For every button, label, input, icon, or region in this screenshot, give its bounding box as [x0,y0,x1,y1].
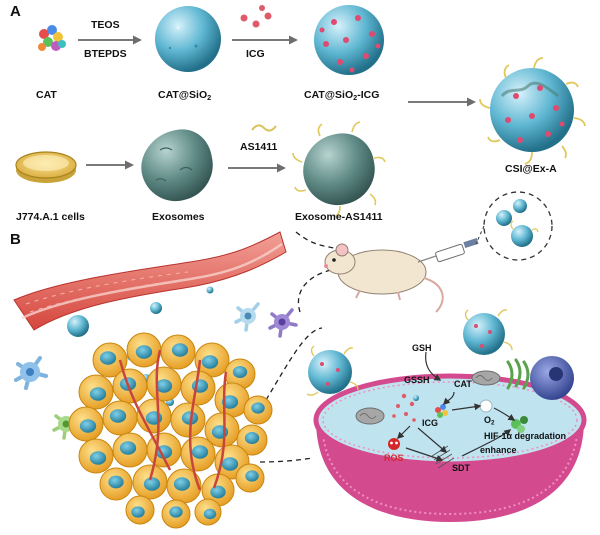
cell-label-enhance: enhance [480,445,517,455]
as1411-aptamer-icon [251,124,277,132]
reagent-teos-label: TEOS [91,19,120,31]
tumor-cell-nucleus [173,477,191,491]
icg-molecules-icon [240,5,272,28]
icg-dots [392,393,416,422]
tumor-cell-nucleus [232,366,248,378]
tumor-cell-nucleus [109,409,127,423]
tumor-cell-nucleus [171,343,189,357]
tumor-cell-nucleus [99,351,117,365]
exosome-as1411-blob [292,121,386,218]
tumor-cell-nucleus [210,485,226,499]
csi-particle-inside [413,395,419,401]
tumor-cell-nucleus [108,475,124,489]
stage-cat-sio2-icg-label: CAT@SiO2-ICG [304,89,380,102]
blood-vessel [13,231,287,331]
immune-cell-purple [268,308,298,338]
cell-label-ros: ROS [384,453,404,463]
connector-dashed-3 [265,327,323,401]
tumor-cell-nucleus [131,506,145,518]
cat-enzyme-icon [38,25,66,51]
cell-label-hif: HIF-1α degradation [484,431,567,441]
nucleus-large [530,356,574,400]
tumor-cell-large [313,373,587,522]
tumor-cell-cluster [68,332,273,529]
cat-sio2-icg-sphere [314,5,384,75]
tumor-cell-nucleus [245,470,259,482]
o2-bubble-icon [479,399,493,413]
process-arrows [396,351,516,462]
stage-exosome-as1411-label: Exosome-AS1411 [295,211,383,223]
connector-dashed-4 [259,457,313,463]
tumor-cell-nucleus [211,425,229,439]
cell-label-gssh: GSSH [404,375,430,385]
tumor-cell-nucleus [201,355,219,369]
endoplasmic-reticulum [506,358,530,390]
tumor-cell-nucleus [89,451,107,465]
syringe-icon [417,237,479,263]
tumor-cell-nucleus [181,411,199,425]
tumor-cell-nucleus [143,477,161,491]
reagent-icg-label: ICG [246,48,265,60]
hif-1a-complex-icon [511,416,528,433]
csi-particle-top [463,309,513,355]
tumor-cell-nucleus [145,411,163,425]
tumor-cell-nucleus [251,402,265,414]
tumor-cell-nucleus [244,432,260,444]
connector-dashed-2 [297,267,345,313]
stage-cat-label: CAT [36,89,57,101]
petri-dish-icon [15,151,77,183]
immune-cell-blue [14,356,48,390]
cell-label-o2: O2 [484,415,495,427]
csi-particle-left [306,345,359,396]
tumor-cell-nucleus [191,445,209,459]
cat-sio2-sphere [155,6,221,72]
stage-cells-label: J774.A.1 cells [16,211,85,223]
cell-label-icg: ICG [422,418,439,428]
ros-skull-icon [388,438,400,450]
tumor-capillaries [118,349,228,491]
magnified-particles-inset [475,191,553,261]
stage-cat-sio2-label: CAT@SiO2 [158,89,212,102]
tumor-cell-nucleus [203,508,217,520]
stage-final-label: CSI@Ex-A [505,163,557,175]
panel-label-a: A [10,3,21,20]
stage-exosomes-label: Exosomes [152,211,205,223]
cat-enzyme-small-icon [435,404,448,418]
tumor-cell-nucleus [221,457,239,471]
reagent-btepds-label: BTEPDS [84,48,127,60]
tumor-cell-nucleus [155,379,173,393]
tumor-cell-nucleus [169,506,183,518]
reagent-as1411-label: AS1411 [240,141,278,153]
mitochondria-left [355,407,385,425]
mouse-illustration [324,243,444,313]
tumor-cell-nucleus [89,387,107,401]
exosome-blob [141,129,213,202]
cell-label-cat: CAT [454,379,472,389]
csi-ex-a-particle [479,57,586,165]
tumor-cell-nucleus [119,441,137,455]
tumor-cell-nucleus [221,395,239,409]
immune-cell-lightblue [234,302,260,332]
tumor-cell-nucleus [79,419,97,433]
panel-label-b: B [10,231,21,248]
cell-label-gsh: GSH [412,343,432,353]
cell-label-sdt: SDT [452,463,470,473]
tumor-cell-nucleus [135,345,153,359]
mitochondria-right [471,370,501,386]
